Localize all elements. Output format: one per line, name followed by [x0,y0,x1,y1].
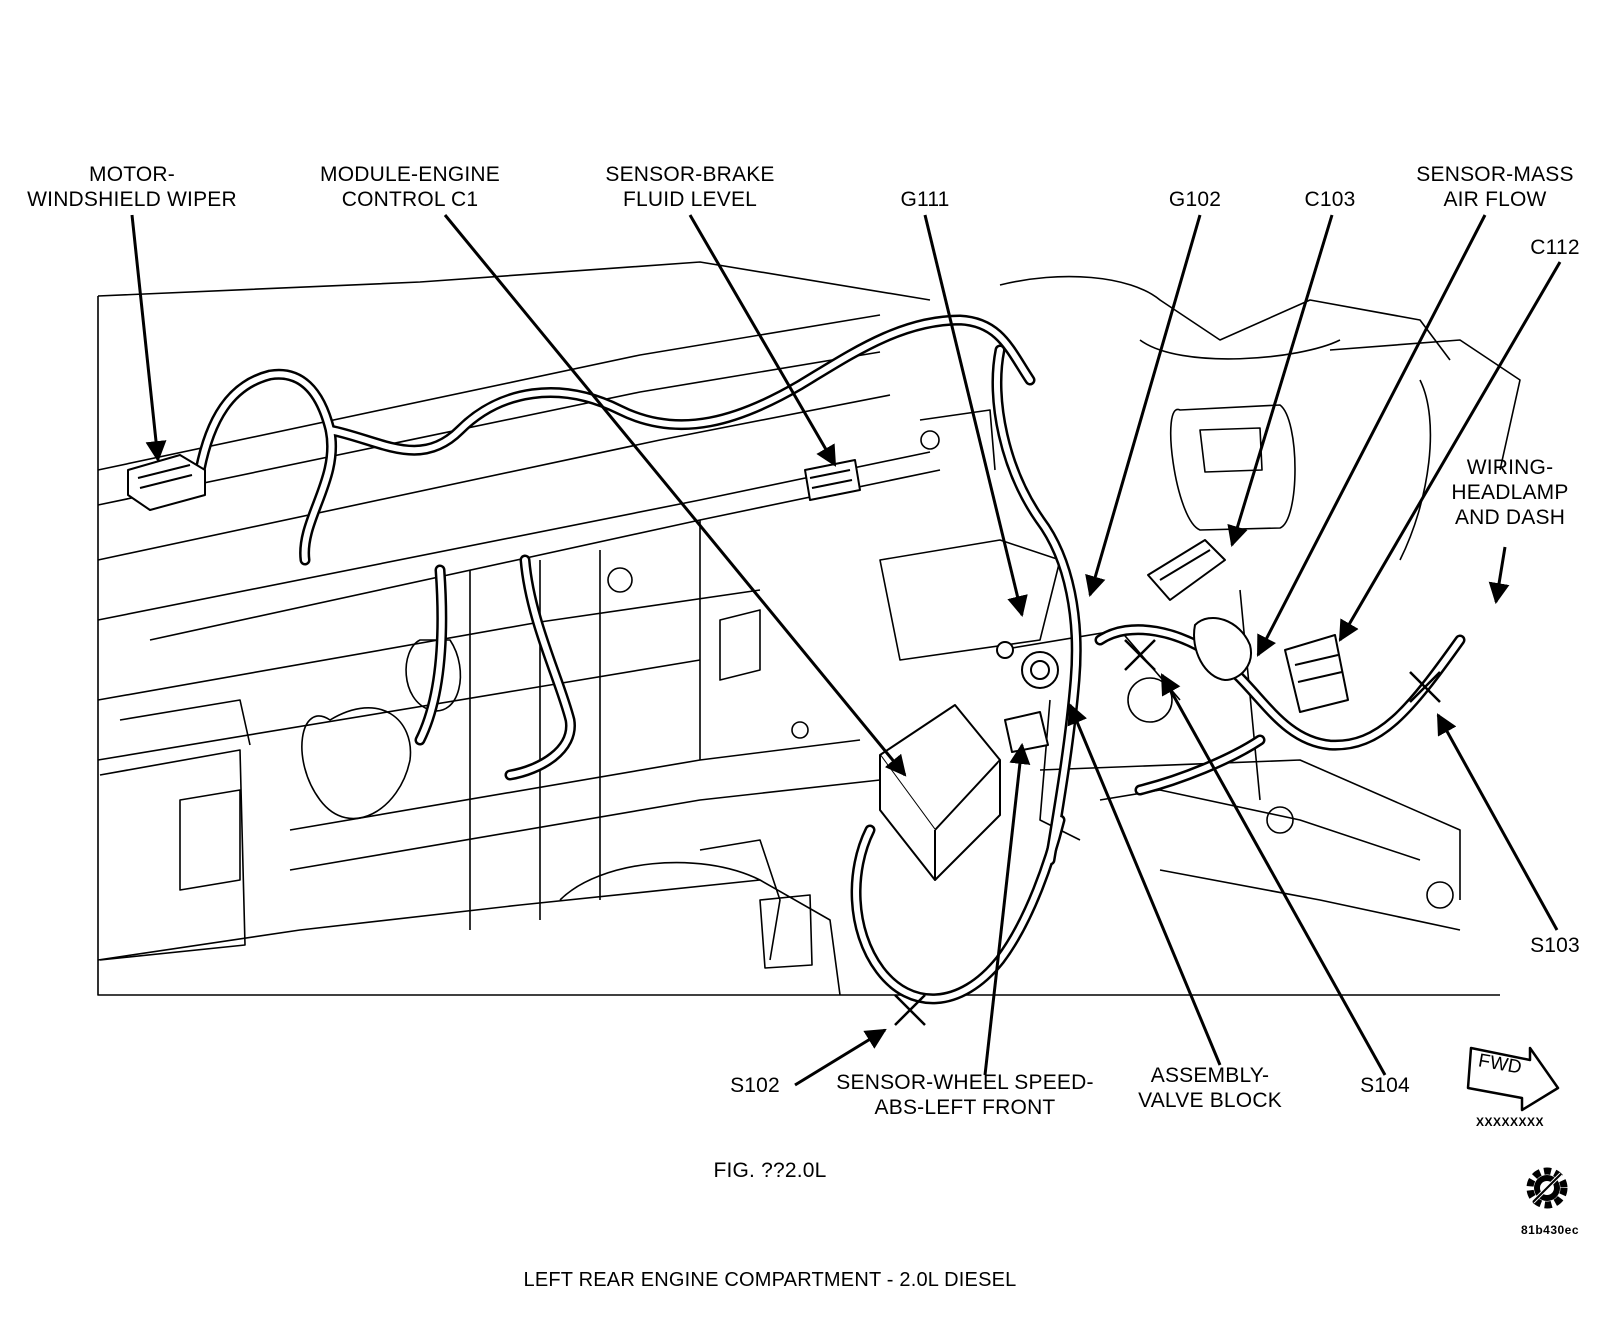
leader-sensor-wheel [983,742,1031,1076]
splice-marks [894,639,1441,1026]
label-s104: S104 [1360,1074,1410,1097]
label-sensor-mass-air-flow: SENSOR-MASS AIR FLOW [1416,163,1574,211]
leader-module-engine [443,214,907,777]
wiring-harness [194,314,1466,1005]
gear-icon [1526,1167,1568,1209]
image-id: 81b430ec [1520,1223,1580,1237]
label-g111: G111 [900,188,950,211]
label-assembly-valve-block: ASSEMBLY- VALVE BLOCK [1138,1064,1282,1112]
label-wiring-headlamp-dash: WIRING- HEADLAMP AND DASH [1451,456,1569,529]
leader-c103 [1227,214,1334,548]
leader-s104 [1160,673,1387,1076]
leader-lines [130,214,1562,1087]
components [127,454,1349,881]
leader-s102 [794,1028,887,1087]
figure-label: FIG. ??2.0L [713,1159,827,1182]
label-sensor-brake-fluid: SENSOR-BRAKE FLUID LEVEL [605,163,775,211]
label-c103: C103 [1304,188,1356,211]
leader-sensor-brake [688,214,837,467]
fwd-code: XXXXXXXX [1475,1115,1545,1129]
leader-wiring-headlamp [1488,546,1510,605]
figure-caption: LEFT REAR ENGINE COMPARTMENT - 2.0L DIES… [523,1269,1017,1291]
label-motor-windshield-wiper: MOTOR- WINDSHIELD WIPER [27,163,237,211]
leader-g111 [923,214,1028,618]
leader-c112 [1338,261,1562,642]
label-module-engine-control: MODULE-ENGINE CONTROL C1 [320,163,500,211]
leader-assembly-valve [1067,703,1222,1066]
leader-sensor-maf [1256,214,1487,657]
label-c112: C112 [1530,236,1580,259]
leader-s103 [1436,713,1559,931]
fwd-arrow-icon [1466,1046,1560,1112]
chassis-structure [97,261,1521,996]
label-s102: S102 [730,1074,780,1097]
label-s103: S103 [1530,934,1580,957]
label-sensor-wheel-speed: SENSOR-WHEEL SPEED- ABS-LEFT FRONT [836,1071,1094,1119]
leader-motor-wiper [130,214,167,463]
label-g102: G102 [1168,188,1222,211]
leader-g102 [1085,214,1202,598]
